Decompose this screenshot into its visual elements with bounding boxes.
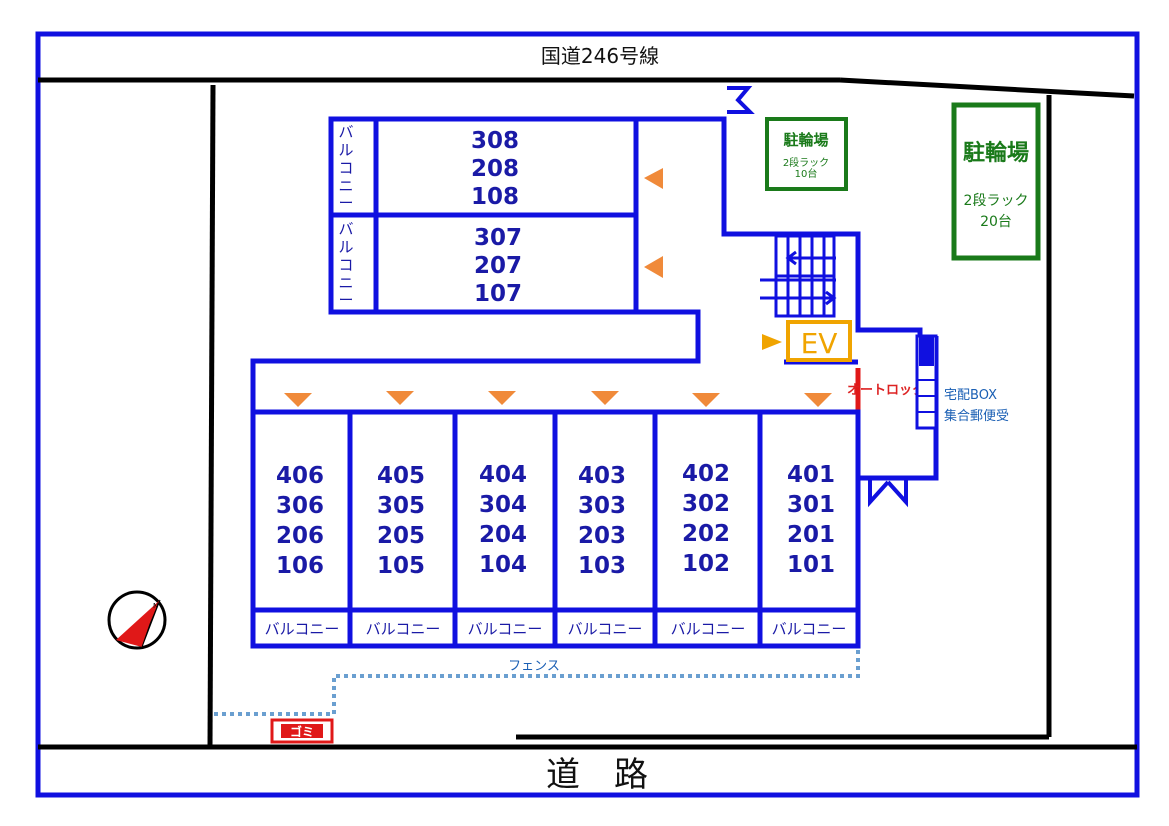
door-icon (727, 86, 755, 114)
top-road-line-slope (839, 77, 1135, 99)
bike-parking-small (765, 117, 848, 191)
bike-parking-large (951, 102, 1041, 261)
svg-text:207: 207 (474, 253, 522, 279)
svg-text:108: 108 (471, 184, 519, 210)
svg-text:201: 201 (787, 522, 835, 548)
entrance-arrow-icon (386, 391, 414, 405)
bike-parking-small-sub2: 10台 (795, 167, 818, 180)
svg-text:204: 204 (479, 522, 527, 548)
balcony-label: バルコニー (265, 620, 340, 638)
bike-parking-large-sub1: 2段ラック (964, 193, 1029, 209)
outer-frame (35, 31, 1140, 798)
svg-text:コ: コ (338, 256, 353, 274)
svg-text:403: 403 (578, 463, 626, 489)
svg-text:406: 406 (276, 463, 324, 489)
south-unit-403-stack: 403 303 203 103 (578, 463, 626, 579)
svg-text:306: 306 (276, 493, 324, 519)
svg-text:バ: バ (338, 220, 353, 238)
corridor-wall-lower (250, 309, 701, 412)
svg-text:ー: ー (338, 194, 353, 212)
ev-box (786, 320, 852, 362)
entrance-arrow-icon (644, 168, 663, 189)
north-arrow-compass-icon: N (107, 590, 167, 650)
svg-text:コ: コ (338, 159, 353, 177)
south-unit-405-stack: 405 305 205 105 (377, 463, 425, 579)
bike-parking-small-sub1: 2段ラック (783, 156, 829, 169)
svg-text:ニ: ニ (338, 177, 353, 195)
svg-text:202: 202 (682, 521, 730, 547)
svg-text:307: 307 (474, 225, 522, 251)
ev-arrow-icon (762, 334, 782, 350)
south-unit-401-stack: 401 301 201 101 (787, 462, 835, 578)
stairs-icon (760, 234, 837, 318)
site-left-boundary (207, 84, 216, 748)
entrance-arrow-icon (284, 393, 312, 407)
garbage-label: ゴミ (290, 724, 314, 739)
bike-parking-small-title: 駐輪場 (783, 131, 828, 149)
north-unit-308-stack: 308 208 108 (471, 128, 519, 210)
balcony-label: バルコニー (366, 620, 441, 638)
svg-text:401: 401 (787, 462, 835, 488)
svg-text:308: 308 (471, 128, 519, 154)
north-balcony-307: バ ル コ ニ ー (338, 220, 353, 309)
svg-text:101: 101 (787, 552, 835, 578)
autolock-label: オートロック (847, 383, 925, 398)
svg-text:102: 102 (682, 551, 730, 577)
balcony-label: バルコニー (671, 620, 746, 638)
balcony-label: バルコニー (468, 620, 543, 638)
svg-text:ル: ル (338, 238, 353, 256)
south-unit-404-stack: 404 304 204 104 (479, 462, 527, 578)
svg-text:404: 404 (479, 462, 527, 488)
svg-text:104: 104 (479, 552, 527, 578)
delivery-box-label: 宅配BOX (944, 388, 997, 403)
svg-text:303: 303 (578, 493, 626, 519)
entrance-door-icon (868, 480, 908, 508)
svg-text:305: 305 (377, 493, 425, 519)
svg-text:203: 203 (578, 523, 626, 549)
svg-text:405: 405 (377, 463, 425, 489)
south-unit-406-stack: 406 306 206 106 (276, 463, 324, 579)
svg-text:バ: バ (338, 123, 353, 141)
fence-label: フェンス (508, 659, 560, 674)
svg-text:ル: ル (338, 141, 353, 159)
balcony-label: バルコニー (772, 620, 847, 638)
bike-parking-large-title: 駐輪場 (963, 140, 1029, 166)
entrance-arrow-icon (644, 256, 663, 278)
svg-text:ー: ー (338, 291, 353, 309)
top-road-label: 国道246号線 (541, 44, 659, 68)
svg-text:206: 206 (276, 523, 324, 549)
ev-label: EV (801, 327, 838, 360)
svg-text:103: 103 (578, 553, 626, 579)
svg-text:304: 304 (479, 492, 527, 518)
garbage-label-bg (281, 724, 323, 738)
entrance-arrow-icon (591, 391, 619, 405)
delivery-box-fill (919, 336, 934, 366)
north-balcony-308: バ ル コ ニ ー (338, 123, 353, 212)
mailbox-label: 集合郵便受 (944, 408, 1009, 424)
south-unit-402-stack: 402 302 202 102 (682, 461, 730, 577)
svg-text:105: 105 (377, 553, 425, 579)
corridor-wall (636, 116, 923, 362)
balcony-label: バルコニー (568, 620, 643, 638)
svg-text:107: 107 (474, 281, 522, 307)
north-unit-307-stack: 307 207 107 (474, 225, 522, 307)
entrance-arrow-icon (692, 393, 720, 407)
svg-text:106: 106 (276, 553, 324, 579)
svg-text:402: 402 (682, 461, 730, 487)
svg-text:208: 208 (471, 156, 519, 182)
svg-text:302: 302 (682, 491, 730, 517)
entrance-arrow-icon (488, 391, 516, 405)
entrance-arrow-icon (804, 393, 832, 407)
fence-line (212, 650, 860, 716)
svg-text:205: 205 (377, 523, 425, 549)
bottom-road-label: 道 路 (546, 755, 648, 795)
svg-text:301: 301 (787, 492, 835, 518)
svg-text:N: N (153, 602, 158, 610)
svg-text:ニ: ニ (338, 274, 353, 292)
bike-parking-large-sub2: 20台 (980, 214, 1012, 230)
